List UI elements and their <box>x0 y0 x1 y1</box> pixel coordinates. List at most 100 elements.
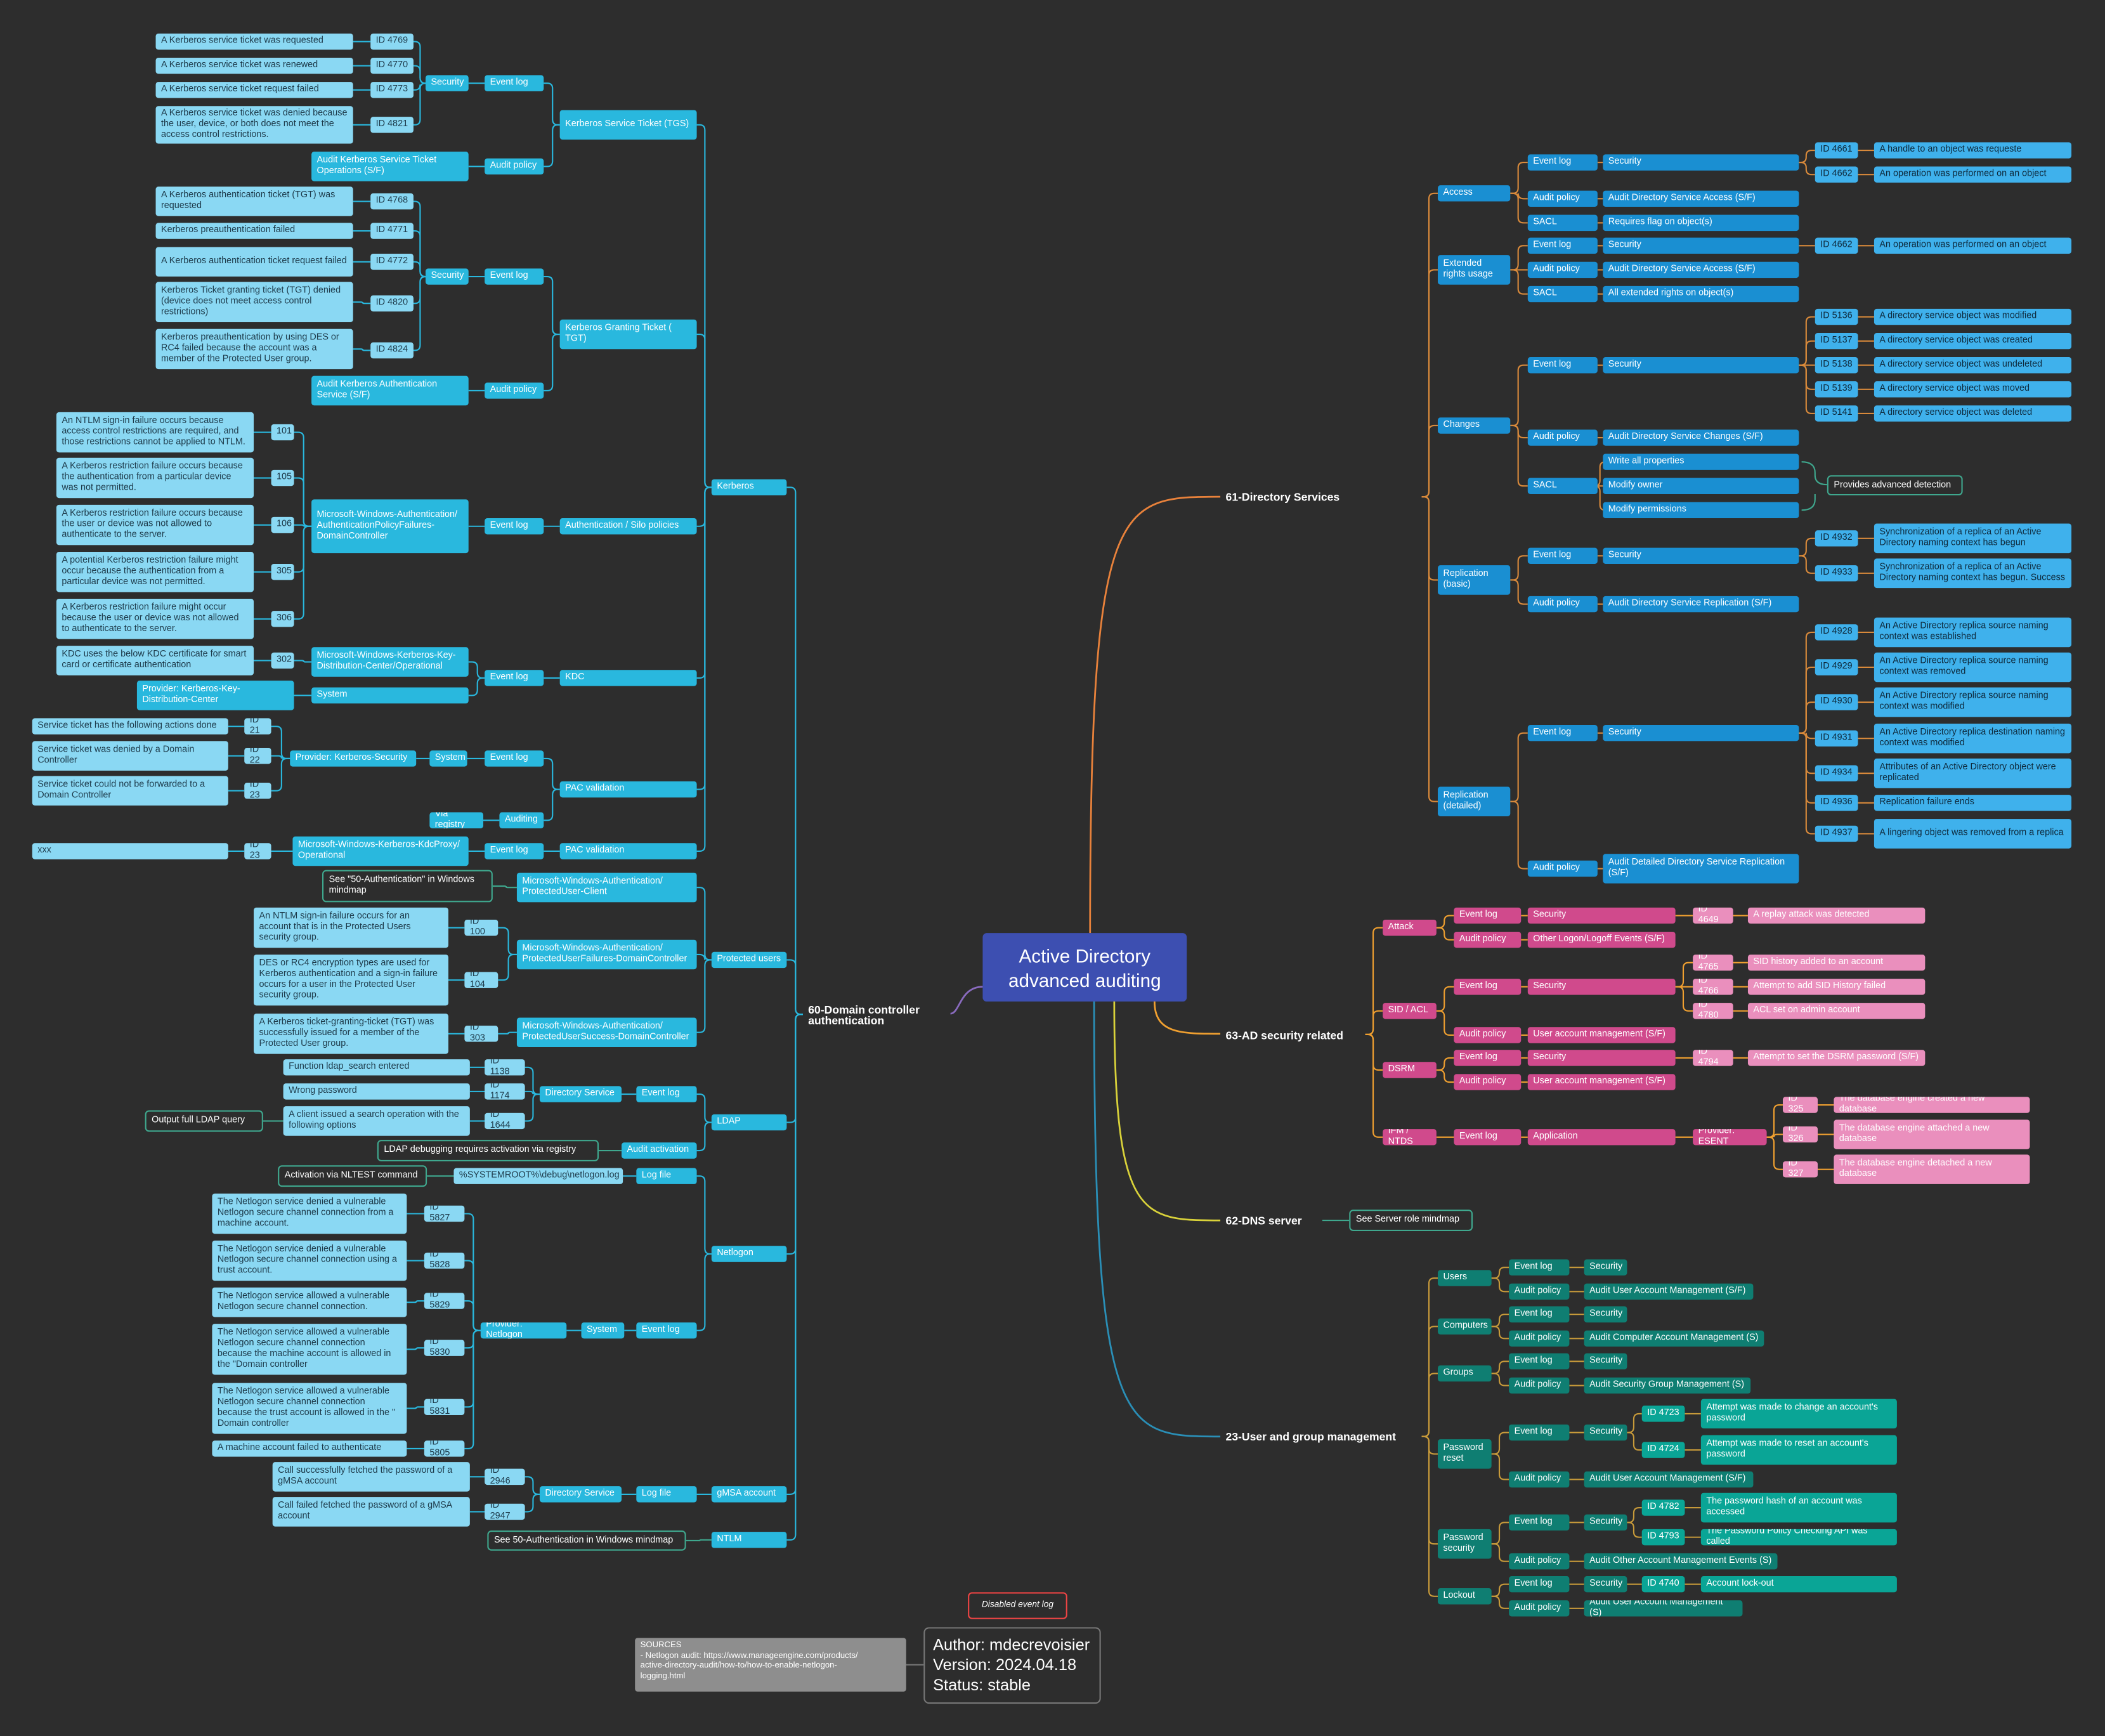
node-t5828[interactable]: The Netlogon service denied a vulnerable… <box>212 1240 407 1281</box>
node-pac1_aud[interactable]: Auditing <box>499 812 544 829</box>
node-pwr_el[interactable]: Event log <box>1509 1424 1570 1441</box>
node-tgt_el[interactable]: Event log <box>485 268 544 285</box>
node-s23[interactable]: 23-User and group management <box>1225 1430 1396 1444</box>
node-provksec[interactable]: Provider: Kerberos-Security <box>290 750 417 767</box>
node-acc_el_s[interactable]: Security <box>1603 154 1799 171</box>
node-acc_el[interactable]: Event log <box>1527 154 1598 171</box>
node-i4928[interactable]: ID 4928 <box>1815 624 1858 641</box>
node-i302[interactable]: 302 <box>271 652 294 669</box>
node-txxx[interactable]: xxx <box>32 843 228 859</box>
node-grp_el[interactable]: Event log <box>1509 1353 1570 1370</box>
node-i4649[interactable]: ID 4649 <box>1693 907 1733 924</box>
node-t5138[interactable]: A directory service object was undeleted <box>1874 357 2072 374</box>
node-akso[interactable]: Audit Kerberos Service Ticket Operations… <box>311 152 469 181</box>
node-i101[interactable]: 101 <box>271 424 294 441</box>
node-t5829[interactable]: The Netlogon service allowed a vulnerabl… <box>212 1287 407 1317</box>
node-pac2_el[interactable]: Event log <box>485 843 544 859</box>
node-usr_el_s[interactable]: Security <box>1584 1259 1627 1276</box>
node-s62[interactable]: 62-DNS server <box>1225 1213 1302 1227</box>
node-disabled[interactable]: Disabled event log <box>968 1592 1067 1619</box>
node-acc_sa_v[interactable]: Requires flag on object(s) <box>1603 214 1799 232</box>
node-i4723[interactable]: ID 4723 <box>1641 1406 1685 1422</box>
node-t4930[interactable]: An Active Directory replica source namin… <box>1874 687 2072 717</box>
node-dsrm[interactable]: DSRM <box>1383 1062 1437 1078</box>
node-pws_el[interactable]: Event log <box>1509 1514 1570 1531</box>
node-mp[interactable]: Modify permissions <box>1603 502 1799 519</box>
node-t4933[interactable]: Synchronization of a replica of an Activ… <box>1874 558 2072 589</box>
node-i327[interactable]: ID 327 <box>1782 1161 1818 1178</box>
node-acc[interactable]: Access <box>1437 185 1511 202</box>
node-nl_lf[interactable]: Log file <box>636 1168 697 1184</box>
node-see50[interactable]: See "50-Authentication" in Windows mindm… <box>322 870 493 903</box>
node-t106[interactable]: A Kerberos restriction failure occurs be… <box>56 504 254 545</box>
node-i4937[interactable]: ID 4937 <box>1815 825 1858 842</box>
node-i5805[interactable]: ID 5805 <box>424 1440 465 1457</box>
node-ntlm[interactable]: NTLM <box>711 1532 787 1548</box>
node-lck_el[interactable]: Event log <box>1509 1576 1570 1593</box>
node-ifm[interactable]: IFM / NTDS <box>1383 1129 1437 1145</box>
node-i4932[interactable]: ID 4932 <box>1815 530 1858 547</box>
node-chg_el_s[interactable]: Security <box>1603 357 1799 374</box>
node-tgs_ap[interactable]: Audit policy <box>485 158 544 175</box>
node-i4765[interactable]: ID 4765 <box>1693 954 1733 971</box>
node-t1138[interactable]: Function ldap_search entered <box>283 1059 470 1076</box>
node-pwr_ap_v[interactable]: Audit User Account Management (S/F) <box>1584 1471 1754 1488</box>
node-i23b[interactable]: ID 23 <box>244 843 271 859</box>
node-t4824[interactable]: Kerberos preauthentication by using DES … <box>155 329 353 370</box>
node-usr[interactable]: Users <box>1437 1270 1492 1286</box>
node-prot[interactable]: Protected users <box>711 951 787 969</box>
node-i104[interactable]: ID 104 <box>464 972 499 988</box>
node-silo_el[interactable]: Event log <box>485 518 544 535</box>
node-t303[interactable]: A Kerberos ticket-granting-ticket (TGT) … <box>254 1014 448 1054</box>
node-t4936[interactable]: Replication failure ends <box>1874 795 2072 811</box>
node-pac1_el[interactable]: Event log <box>485 750 544 767</box>
node-t4773[interactable]: A Kerberos service ticket request failed <box>155 82 353 98</box>
node-rb_el[interactable]: Event log <box>1527 547 1598 565</box>
node-pws_ap[interactable]: Audit policy <box>1509 1553 1570 1570</box>
node-t100[interactable]: An NTLM sign-in failure occurs for an ac… <box>254 907 448 948</box>
node-t4794[interactable]: Attempt to set the DSRM password (S/F) <box>1747 1050 1926 1066</box>
node-ds_el_s[interactable]: Security <box>1527 1050 1676 1066</box>
node-i4821[interactable]: ID 4821 <box>370 117 414 133</box>
node-ext_ap_v[interactable]: Audit Directory Service Access (S/F) <box>1603 261 1799 278</box>
node-see50n[interactable]: See 50-Authentication in Windows mindmap <box>487 1530 686 1551</box>
node-cmp[interactable]: Computers <box>1437 1318 1492 1335</box>
node-rb_ap_v[interactable]: Audit Directory Service Replication (S/F… <box>1603 596 1799 613</box>
node-i105[interactable]: 105 <box>271 469 294 486</box>
node-t2947[interactable]: Call failed fetched the password of a gM… <box>272 1497 470 1527</box>
node-ext_ap[interactable]: Audit policy <box>1527 261 1598 278</box>
node-i5827[interactable]: ID 5827 <box>424 1205 465 1222</box>
node-t4934[interactable]: Attributes of an Active Directory object… <box>1874 758 2072 788</box>
node-t23a[interactable]: Service ticket could not be forwarded to… <box>32 776 228 806</box>
node-ds_ap[interactable]: Audit policy <box>1454 1074 1522 1090</box>
node-t1644[interactable]: A client issued a search operation with … <box>283 1106 470 1136</box>
node-t4765[interactable]: SID history added to an account <box>1747 954 1926 971</box>
node-i4793[interactable]: ID 4793 <box>1641 1529 1685 1546</box>
node-grp_el_s[interactable]: Security <box>1584 1353 1627 1370</box>
node-atk_ap[interactable]: Audit policy <box>1454 931 1522 948</box>
node-i4929[interactable]: ID 4929 <box>1815 659 1858 675</box>
node-t5139[interactable]: A directory service object was moved <box>1874 381 2072 398</box>
node-t306[interactable]: A Kerberos restriction failure might occ… <box>56 599 254 639</box>
node-t5136[interactable]: A directory service object was modified <box>1874 308 2072 325</box>
node-cmp_ap[interactable]: Audit policy <box>1509 1330 1570 1347</box>
node-t5805[interactable]: A machine account failed to authenticate <box>212 1440 407 1457</box>
node-i1138[interactable]: ID 1138 <box>485 1059 525 1076</box>
node-i4934[interactable]: ID 4934 <box>1815 765 1858 781</box>
node-pws_ap_v[interactable]: Audit Other Account Management Events (S… <box>1584 1553 1778 1570</box>
node-t105[interactable]: A Kerberos restriction failure occurs be… <box>56 457 254 499</box>
node-gmsa[interactable]: gMSA account <box>711 1486 787 1503</box>
node-mo[interactable]: Modify owner <box>1603 478 1799 494</box>
node-grp[interactable]: Groups <box>1437 1365 1492 1382</box>
node-ext_el[interactable]: Event log <box>1527 237 1598 254</box>
node-ldapdbg[interactable]: LDAP debugging requires activation via r… <box>377 1140 599 1161</box>
node-chg_sa[interactable]: SACL <box>1527 478 1598 494</box>
node-acc_ap[interactable]: Audit policy <box>1527 190 1598 207</box>
node-ldap_el[interactable]: Event log <box>636 1086 697 1102</box>
node-provnl[interactable]: Provider: Netlogon <box>480 1322 567 1339</box>
node-s63[interactable]: 63-AD security related <box>1225 1028 1344 1041</box>
node-t4769[interactable]: A Kerberos service ticket was requested <box>155 33 353 50</box>
node-pws[interactable]: Password security <box>1437 1529 1492 1559</box>
node-tgt_sec[interactable]: Security <box>425 268 469 285</box>
